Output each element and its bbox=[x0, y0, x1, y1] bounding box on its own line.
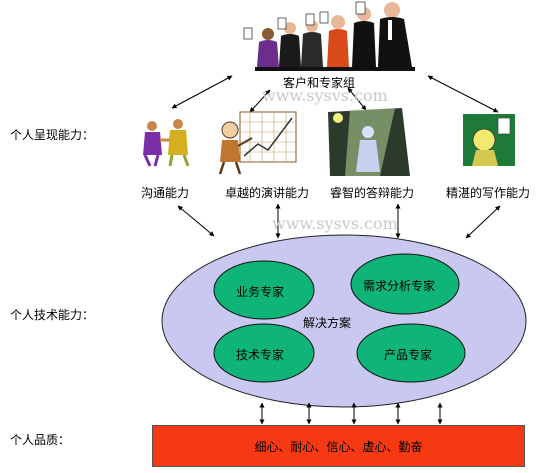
watermark-top: www.sysvs.com bbox=[262, 86, 388, 105]
arrow-group-writing bbox=[427, 75, 499, 113]
writer-icon bbox=[463, 114, 515, 166]
arrow-group-debate bbox=[347, 87, 367, 111]
row-label-presentation: 个人呈现能力： bbox=[10, 128, 95, 142]
spotlight-speaker-icon bbox=[328, 108, 410, 176]
arrow-group-communication bbox=[171, 75, 233, 109]
ability-debate-label: 睿智的答辩能力 bbox=[330, 186, 415, 200]
expert-technical-label: 技术专家 bbox=[236, 348, 285, 362]
client-expert-group-label: 客户和专家组 bbox=[283, 76, 356, 90]
solution-center-label: 解决方案 bbox=[303, 316, 352, 330]
expert-product-label: 产品专家 bbox=[384, 348, 433, 362]
expert-ellipse-technical bbox=[213, 323, 315, 383]
row-label-technical: 个人技术能力： bbox=[10, 308, 95, 322]
watermark-middle: www.sysvs.com bbox=[272, 214, 398, 233]
expert-ellipse-product bbox=[356, 323, 466, 383]
client-expert-group-icon bbox=[243, 1, 415, 71]
quality-bar: 细心、耐心、信心、虚心、勤奋 bbox=[152, 425, 525, 467]
expert-ellipse-business bbox=[213, 260, 315, 320]
ability-communication-label: 沟通能力 bbox=[141, 186, 190, 200]
ability-speech-label: 卓越的演讲能力 bbox=[225, 186, 310, 200]
row-label-quality: 个人品质： bbox=[10, 433, 71, 447]
handshake-figures-icon bbox=[138, 119, 192, 167]
ability-writing-label: 精湛的写作能力 bbox=[446, 186, 531, 200]
quality-text: 细心、耐心、信心、虚心、勤奋 bbox=[254, 440, 423, 454]
presenter-chart-icon bbox=[218, 111, 297, 175]
expert-requirements-label: 需求分析专家 bbox=[363, 279, 436, 293]
arrow-group-speech bbox=[249, 89, 271, 113]
expert-ellipse-requirements bbox=[350, 253, 460, 315]
expert-business-label: 业务专家 bbox=[236, 285, 285, 299]
arrow-communication-solution bbox=[177, 205, 215, 237]
arrow-writing-solution bbox=[465, 205, 501, 239]
